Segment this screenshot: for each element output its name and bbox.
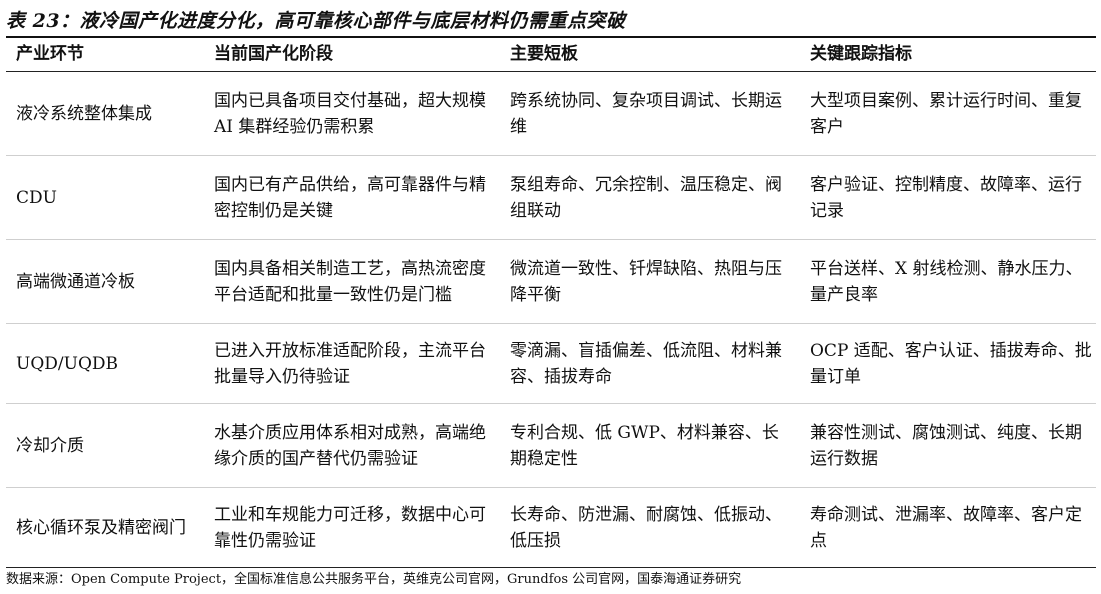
header-stage: 当前国产化阶段 bbox=[214, 44, 333, 64]
table-row: 核心循环泵及精密阀门 工业和车规能力可迁移，数据中心可靠性仍需验证 长寿命、防泄… bbox=[6, 488, 1096, 567]
table-row: UQD/UQDB 已进入开放标准适配阶段，主流平台批量导入仍待验证 零滴漏、盲插… bbox=[6, 324, 1096, 404]
cell-stage: 水基介质应用体系相对成熟，高端绝缘介质的国产替代仍需验证 bbox=[214, 423, 486, 469]
cell-segment: UQD/UQDB bbox=[16, 354, 119, 374]
row-divider bbox=[6, 155, 1096, 156]
row-divider bbox=[6, 323, 1096, 324]
cell-stage: 工业和车规能力可迁移，数据中心可靠性仍需验证 bbox=[214, 504, 486, 551]
cell-indicators: 兼容性测试、腐蚀测试、纯度、长期运行数据 bbox=[810, 423, 1082, 469]
cell-shortcomings: 跨系统协同、复杂项目调试、长期运维 bbox=[510, 91, 782, 137]
cell-segment: 液冷系统整体集成 bbox=[16, 104, 152, 124]
table-top-rule bbox=[6, 36, 1096, 38]
table-row: CDU 国内已有产品供给，高可靠器件与精密控制仍是关键 泵组寿命、冗余控制、温压… bbox=[6, 156, 1096, 240]
cell-stage: 国内已有产品供给，高可靠器件与精密控制仍是关键 bbox=[214, 175, 486, 221]
header-segment: 产业环节 bbox=[16, 44, 84, 64]
table-bottom-rule bbox=[6, 567, 1096, 568]
cell-indicators: OCP 适配、客户认证、插拔寿命、批量订单 bbox=[810, 341, 1092, 387]
source-note: 数据来源：Open Compute Project，全国标准信息公共服务平台，英… bbox=[6, 572, 742, 587]
table-header-rule bbox=[6, 71, 1096, 72]
table-row: 高端微通道冷板 国内具备相关制造工艺，高热流密度平台适配和批量一致性仍是门槛 微… bbox=[6, 240, 1096, 324]
table-row: 液冷系统整体集成 国内已具备项目交付基础，超大规模 AI 集群经验仍需积累 跨系… bbox=[6, 72, 1096, 156]
cell-shortcomings: 长寿命、防泄漏、耐腐蚀、低振动、低压损 bbox=[510, 504, 782, 551]
cell-shortcomings: 专利合规、低 GWP、材料兼容、长期稳定性 bbox=[510, 423, 779, 469]
row-divider bbox=[6, 403, 1096, 404]
cell-segment: CDU bbox=[16, 188, 57, 208]
cell-indicators: 客户验证、控制精度、故障率、运行记录 bbox=[810, 175, 1082, 221]
cell-segment: 核心循环泵及精密阀门 bbox=[16, 517, 186, 538]
cell-stage: 国内已具备项目交付基础，超大规模 AI 集群经验仍需积累 bbox=[214, 91, 486, 137]
cell-shortcomings: 零滴漏、盲插偏差、低流阻、材料兼容、插拔寿命 bbox=[510, 341, 782, 387]
cell-stage: 已进入开放标准适配阶段，主流平台批量导入仍待验证 bbox=[214, 341, 486, 387]
cell-indicators: 寿命测试、泄漏率、故障率、客户定点 bbox=[810, 504, 1082, 551]
header-shortcomings: 主要短板 bbox=[510, 44, 578, 64]
table-title: 表 23：液冷国产化进度分化，高可靠核心部件与底层材料仍需重点突破 bbox=[6, 10, 626, 32]
cell-segment: 高端微通道冷板 bbox=[16, 272, 135, 292]
table-row: 冷却介质 水基介质应用体系相对成熟，高端绝缘介质的国产替代仍需验证 专利合规、低… bbox=[6, 404, 1096, 488]
header-indicators: 关键跟踪指标 bbox=[810, 44, 912, 64]
cell-stage: 国内具备相关制造工艺，高热流密度平台适配和批量一致性仍是门槛 bbox=[214, 259, 486, 305]
row-divider bbox=[6, 239, 1096, 240]
table-header-row: 产业环节 当前国产化阶段 主要短板 关键跟踪指标 bbox=[6, 38, 1096, 71]
cell-shortcomings: 微流道一致性、钎焊缺陷、热阻与压降平衡 bbox=[510, 259, 782, 305]
cell-indicators: 大型项目案例、累计运行时间、重复客户 bbox=[810, 91, 1082, 137]
cell-indicators: 平台送样、X 射线检测、静水压力、量产良率 bbox=[810, 259, 1083, 305]
cell-shortcomings: 泵组寿命、冗余控制、温压稳定、阀组联动 bbox=[510, 175, 782, 221]
cell-segment: 冷却介质 bbox=[16, 436, 84, 456]
row-divider bbox=[6, 487, 1096, 488]
